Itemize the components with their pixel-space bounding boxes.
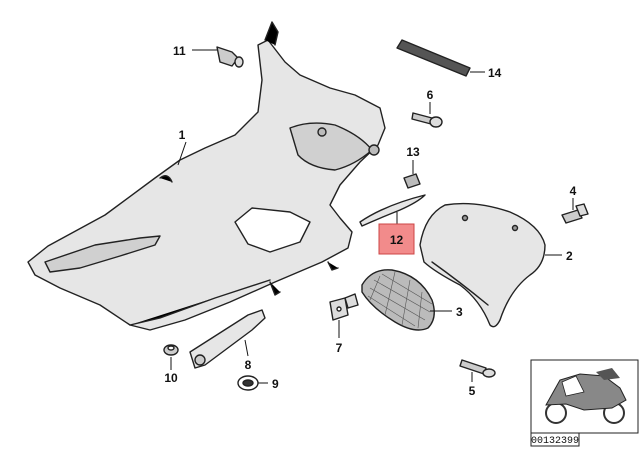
- trim-strip-12: [359, 194, 426, 227]
- plug-11: [216, 46, 244, 68]
- screw-6: [411, 112, 443, 128]
- strip-8: [189, 309, 266, 369]
- label-part-2: 2: [566, 249, 573, 263]
- bolt-4: [561, 203, 589, 224]
- grille: [361, 269, 435, 331]
- label-part-14: 14: [488, 66, 502, 80]
- nut-10: [163, 344, 179, 356]
- reference-number: 00132399: [531, 436, 579, 447]
- leader-lines: [170, 49, 574, 384]
- thumbnail-inset: [530, 359, 639, 434]
- label-part-12: 12: [390, 233, 404, 247]
- grommet-13: [403, 173, 421, 189]
- grommet-9: [237, 375, 259, 391]
- label-part-1: 1: [179, 128, 186, 142]
- label-part-4: 4: [570, 184, 577, 198]
- highlight-box-part-12[interactable]: [378, 223, 415, 255]
- reference-box: [530, 432, 580, 447]
- label-part-8: 8: [245, 358, 252, 372]
- tape-strip-14: [396, 39, 471, 77]
- label-part-6: 6: [427, 88, 434, 102]
- label-part-5: 5: [469, 384, 476, 398]
- screw-5: [459, 359, 496, 378]
- bracket-7: [329, 293, 359, 321]
- label-part-10: 10: [164, 371, 178, 385]
- label-part-11: 11: [173, 44, 186, 58]
- motorcycle-thumbnail: [545, 368, 627, 424]
- fairing-panel: [27, 21, 386, 331]
- side-cover: [419, 202, 546, 328]
- label-part-13: 13: [406, 145, 420, 159]
- label-part-3: 3: [456, 305, 463, 319]
- label-part-7: 7: [336, 341, 343, 355]
- label-part-9: 9: [272, 377, 279, 391]
